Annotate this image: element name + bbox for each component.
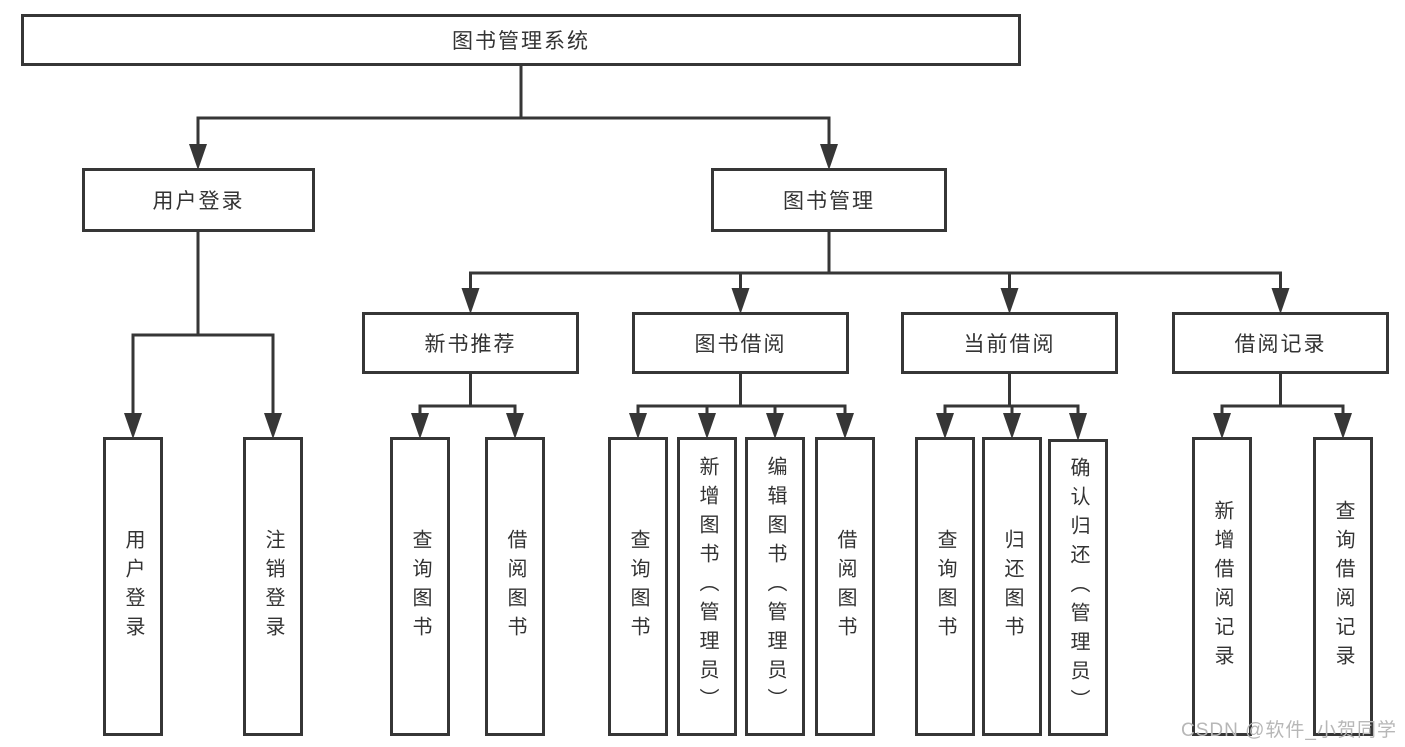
leaf-borrow-add-books-admin-label: 新增图书（管理员） <box>696 456 718 717</box>
leaf-recommend-borrow-books-label: 借阅图书 <box>504 528 526 645</box>
leaf-user-login-label: 用户登录 <box>122 528 144 645</box>
leaf-records-add-record-label: 新增借阅记录 <box>1211 499 1233 674</box>
leaf-current-query-books: 查询图书 <box>915 437 975 736</box>
leaf-borrow-edit-books-admin-label: 编辑图书（管理员） <box>764 456 786 717</box>
leaf-current-confirm-return-admin: 确认归还（管理员） <box>1048 439 1108 736</box>
node-current-borrow-label: 当前借阅 <box>963 333 1056 356</box>
leaf-current-query-books-label: 查询图书 <box>934 528 956 645</box>
leaf-records-query-record-label: 查询借阅记录 <box>1332 499 1354 674</box>
leaf-logout: 注销登录 <box>243 437 303 736</box>
leaf-borrow-add-books-admin: 新增图书（管理员） <box>677 437 737 736</box>
node-borrow-records: 借阅记录 <box>1172 312 1389 374</box>
leaf-current-return-books: 归还图书 <box>982 437 1042 736</box>
node-user-login-label: 用户登录 <box>152 190 245 213</box>
leaf-borrow-borrow-books-label: 借阅图书 <box>834 528 856 645</box>
leaf-borrow-borrow-books: 借阅图书 <box>815 437 875 736</box>
leaf-current-confirm-return-admin-label: 确认归还（管理员） <box>1067 457 1089 718</box>
leaf-recommend-query-books-label: 查询图书 <box>409 528 431 645</box>
node-book-borrow-label: 图书借阅 <box>694 333 787 356</box>
leaf-logout-label: 注销登录 <box>262 528 284 645</box>
leaf-user-login: 用户登录 <box>103 437 163 736</box>
node-root-label: 图书管理系统 <box>452 30 590 53</box>
leaf-recommend-borrow-books: 借阅图书 <box>485 437 545 736</box>
node-new-book-recommend: 新书推荐 <box>362 312 579 374</box>
watermark-text: CSDN @软件_小贺同学 <box>1181 720 1397 741</box>
node-book-management-label: 图书管理 <box>783 190 875 213</box>
node-new-book-recommend-label: 新书推荐 <box>424 333 517 356</box>
leaf-records-add-record: 新增借阅记录 <box>1192 437 1252 736</box>
leaf-records-query-record: 查询借阅记录 <box>1313 437 1373 736</box>
leaf-borrow-query-books: 查询图书 <box>608 437 668 736</box>
node-root: 图书管理系统 <box>21 14 1021 66</box>
node-book-management: 图书管理 <box>711 168 947 232</box>
node-user-login: 用户登录 <box>82 168 315 232</box>
node-book-borrow: 图书借阅 <box>632 312 849 374</box>
leaf-current-return-books-label: 归还图书 <box>1001 528 1023 645</box>
node-current-borrow: 当前借阅 <box>901 312 1118 374</box>
leaf-borrow-edit-books-admin: 编辑图书（管理员） <box>745 437 805 736</box>
leaf-borrow-query-books-label: 查询图书 <box>627 528 649 645</box>
leaf-recommend-query-books: 查询图书 <box>390 437 450 736</box>
node-borrow-records-label: 借阅记录 <box>1234 333 1327 356</box>
